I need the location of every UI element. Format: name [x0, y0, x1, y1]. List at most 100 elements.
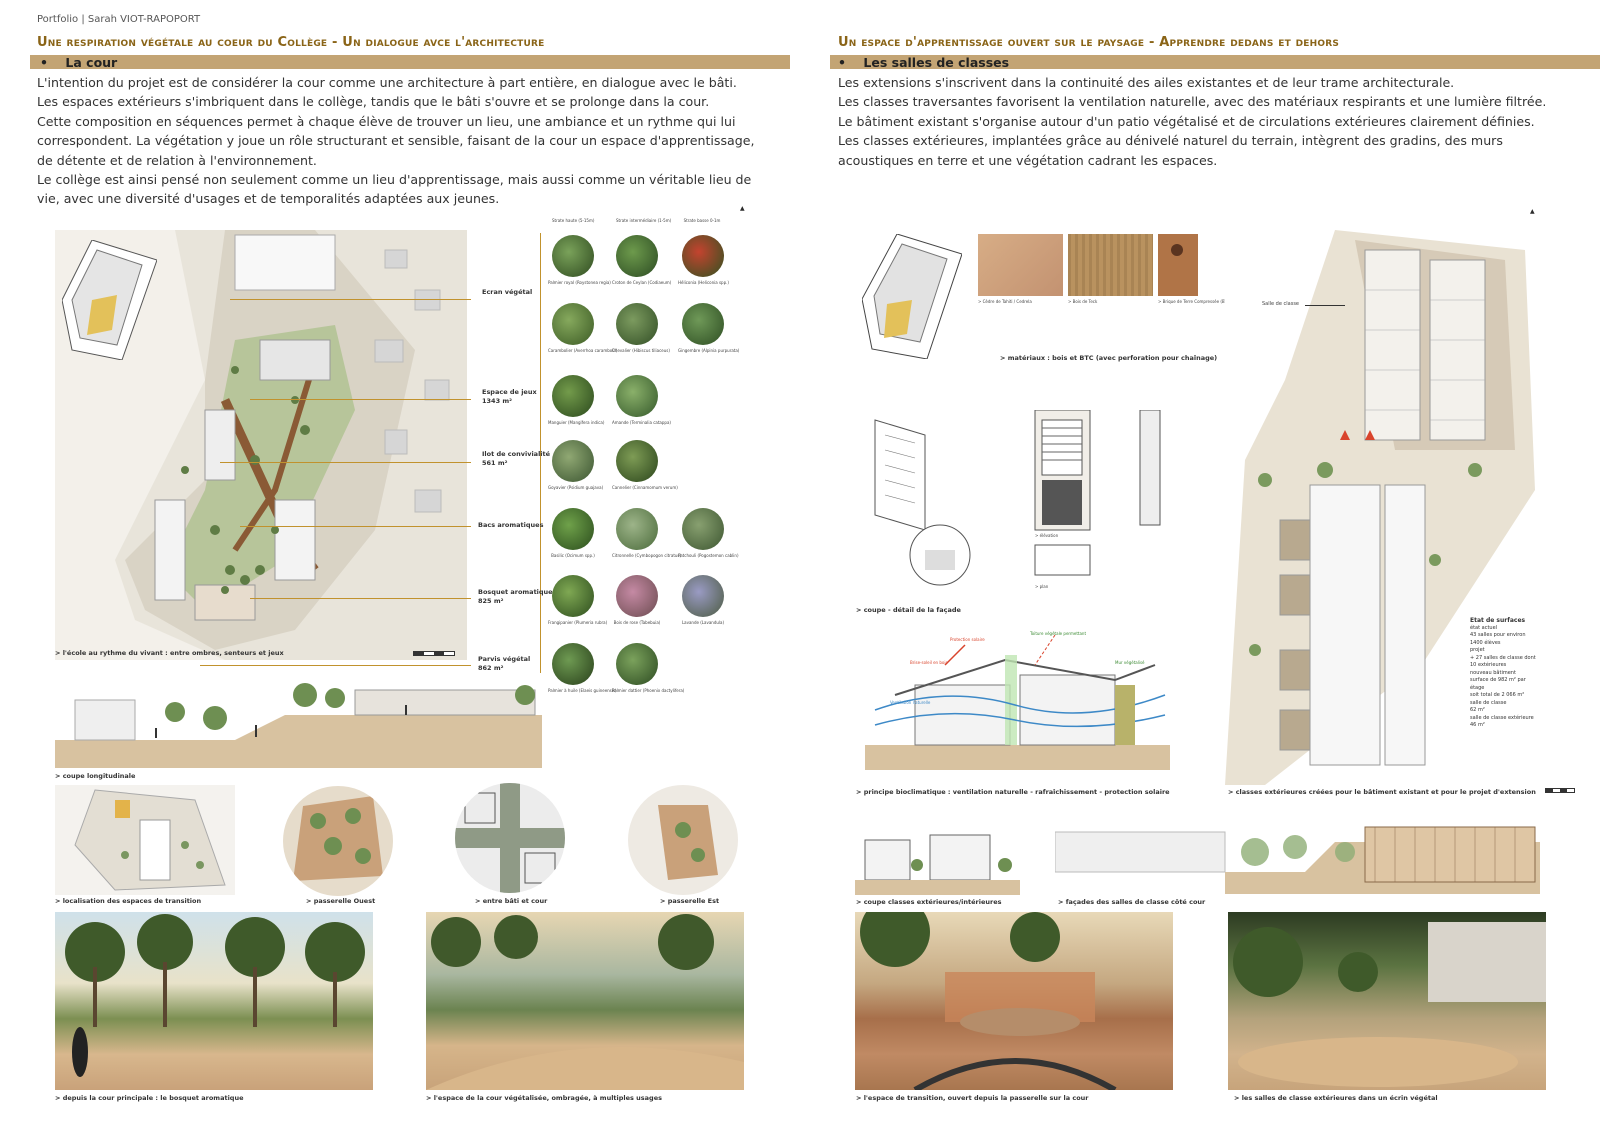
render-transition-space: [855, 912, 1173, 1090]
zone-area: 862 m²: [478, 664, 504, 672]
right-title: Un espace d'apprentissage ouvert sur le …: [838, 35, 1340, 50]
plant-name: Chevalier (Hibiscus tiliaceus): [612, 348, 670, 353]
scale-bar: [413, 651, 455, 656]
plant-name: Cannelier (Cinnamomum verum): [612, 485, 678, 490]
plant-name: Palmier à huile (Elaeis guineensis): [548, 688, 617, 693]
render1-caption: > depuis la cour principale : le bosquet…: [55, 1094, 244, 1102]
surface-line: nouveau bâtiment: [1470, 669, 1516, 676]
right-render1-caption: > l'espace de transition, ouvert depuis …: [856, 1094, 1089, 1102]
right-text: Les extensions s'inscrivent dans la cont…: [838, 73, 1578, 170]
plant-photo: [552, 303, 594, 345]
plant-name: Amande (Terminalia catappa): [612, 420, 671, 425]
plan-caption: > classes extérieures créées pour le bât…: [1228, 788, 1536, 796]
plant-name: Héliconia (Heliconia spp.): [678, 280, 729, 285]
render-aromatic-grove: [55, 912, 373, 1090]
surface-line: + 27 salles de classe dont: [1470, 654, 1536, 661]
surface-line: 46 m²: [1470, 722, 1485, 728]
plant-name: Gingembre (Alpinia purpurata): [678, 348, 740, 353]
plant-name: Citronnelle (Cymbopogon citratus): [612, 553, 682, 558]
surface-line: surface de 982 m² par: [1470, 677, 1526, 683]
material-label: > Cèdre de Tahiti / Cedrela: [978, 299, 1032, 304]
west-caption: > passerelle Ouest: [306, 897, 376, 905]
plant-name: Patchouli (Pogostemon cablin): [678, 553, 739, 558]
plant-photo: [616, 375, 658, 417]
plant-photo: [616, 235, 658, 277]
zone-label: Ilot de convivialité: [482, 450, 551, 458]
plant-photo: [552, 643, 594, 685]
plant-photo: [682, 575, 724, 617]
plant-photo: [682, 303, 724, 345]
plant-photo: [616, 643, 658, 685]
west-walkway-plan: [283, 786, 393, 896]
plant-name: Bois de rose (Tabebuia): [613, 620, 661, 625]
leader-line: [240, 526, 471, 527]
plant-name: Carambolier (Averrhoa carambola): [548, 348, 618, 353]
between-plan: [455, 783, 565, 893]
surface-line: état actuel: [1470, 624, 1498, 631]
surface-line: salle de classe extérieure: [1470, 714, 1534, 721]
surfaces-box: Etat de surfaces état actuel 43 salles p…: [1470, 617, 1550, 730]
plant-photo: [616, 440, 658, 482]
zone-label: Bosquet aromatique: [478, 588, 553, 596]
plant-photo: [682, 508, 724, 550]
right-paragraph: Les classes traversantes favorisent la v…: [838, 94, 1547, 110]
transition-location-plan: [55, 785, 235, 895]
plant-photo: [552, 508, 594, 550]
north-arrow-icon: ▲: [1530, 208, 1535, 215]
surface-line: salle de classe: [1470, 699, 1507, 706]
between-caption: > entre bâti et cour: [475, 897, 548, 905]
leader-line: [220, 462, 471, 463]
courtyard-facade: [1054, 822, 1540, 894]
surface-line: 43 salles pour environ: [1470, 632, 1526, 638]
facade-detail-drawing: [870, 409, 1170, 590]
leader-line: [250, 598, 471, 599]
plant-name: Basilic (Ocimum spp.): [551, 553, 595, 558]
plant-name: Goyavier (Psidium guajava): [548, 485, 604, 490]
left-paragraph: L'intention du projet est de considérer …: [37, 75, 737, 90]
bioclim-label: Ventilation naturelle: [890, 700, 931, 705]
zone-label: Espace de jeux: [482, 388, 537, 396]
plant-name: Lavande (Lavandula): [681, 620, 725, 625]
detail-label: > plan: [1035, 584, 1049, 589]
strata-header: Strate basse 0-1m: [683, 218, 721, 223]
material-cedar: [978, 234, 1063, 296]
leader-line: [200, 665, 471, 666]
surface-line: 62 m²: [1470, 707, 1485, 713]
longitudinal-section: [55, 680, 542, 768]
materials-caption: > matériaux : bois et BTC (avec perforat…: [1000, 354, 1218, 362]
north-arrow-icon: ▲: [740, 205, 745, 212]
right-title-band: [830, 55, 1600, 69]
surface-line: 10 extérieures: [1470, 662, 1507, 668]
material-label: > Brique de Terre Compressée (BTC): [1158, 299, 1232, 304]
plant-photo: [552, 235, 594, 277]
legend-divider: [540, 233, 541, 673]
bioclim-label: Protection solaire: [950, 637, 985, 642]
bioclim-label: Toiture végétale permettant: [1030, 631, 1087, 636]
material-label: > Bois de Teck: [1068, 299, 1098, 304]
ext-section-caption: > coupe classes extérieures/intérieures: [856, 898, 1002, 906]
plant-name: Frangipanier (Plumeria rubra): [548, 620, 608, 625]
surface-line: projet: [1470, 647, 1485, 653]
plant-photo: [616, 508, 658, 550]
plant-name: Palmier royal (Roystonea regia): [548, 280, 611, 285]
surfaces-title: Etat de surfaces: [1470, 617, 1526, 624]
plant-photo: [616, 303, 658, 345]
section-caption: > coupe longitudinale: [55, 772, 136, 780]
zone-area: 1343 m²: [482, 397, 512, 405]
right-paragraph: Les classes extérieures, implantées grâc…: [838, 133, 1503, 168]
zone-area: 825 m²: [478, 597, 504, 605]
left-subhead: • La cour: [40, 55, 118, 70]
plant-photo: [552, 375, 594, 417]
classroom-site-plan: [1225, 230, 1545, 785]
plant-photo: [552, 575, 594, 617]
salle-leader: [1305, 305, 1345, 306]
bioclim-label: Mur végétalisé: [1115, 660, 1145, 665]
left-paragraph: Le collège est ainsi pensé non seulement…: [37, 172, 752, 207]
portfolio-tag: Portfolio | Sarah VIOT-RAPOPORT: [37, 14, 201, 25]
left-paragraph: Cette composition en séquences permet à …: [37, 113, 755, 168]
east-walkway-plan: [628, 785, 738, 895]
detail-label: > élévation: [1035, 533, 1059, 538]
left-title-band: [30, 55, 790, 69]
plant-photo: [552, 440, 594, 482]
material-btc: [1158, 234, 1198, 296]
